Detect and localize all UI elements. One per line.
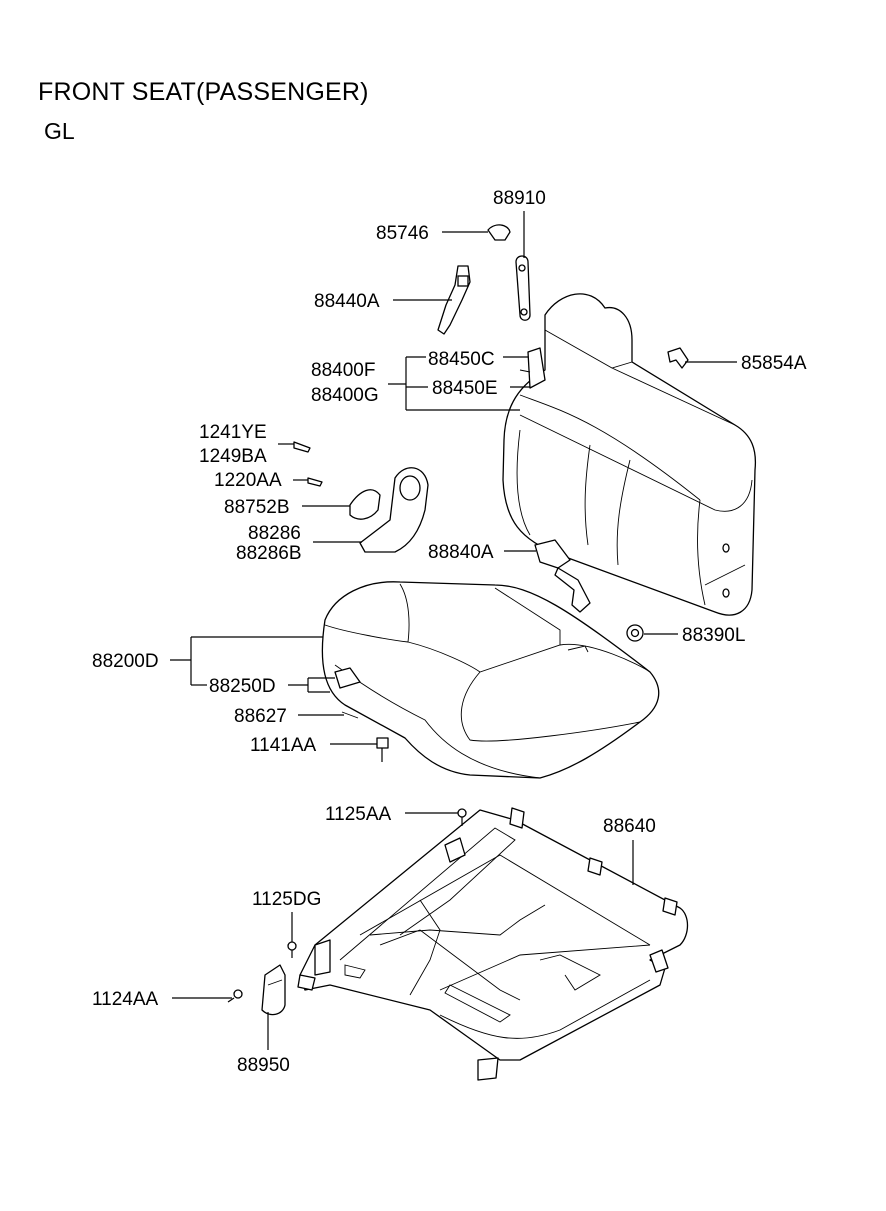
label-1124AA: 1124AA — [92, 989, 159, 1010]
part-88286-drawing — [293, 441, 429, 553]
part-1141AA-drawing — [376, 737, 389, 762]
label-88440A: 88440A — [314, 291, 380, 312]
label-88400G: 88400G — [311, 385, 379, 406]
label-88450C: 88450C — [428, 349, 495, 370]
label-1249BA: 1249BA — [199, 446, 267, 467]
label-88450E: 88450E — [432, 378, 498, 399]
label-88910: 88910 — [493, 188, 546, 209]
label-88640: 88640 — [603, 816, 656, 837]
label-85854A: 85854A — [741, 353, 807, 374]
label-88627: 88627 — [234, 706, 287, 727]
part-88627-drawing — [341, 711, 359, 719]
label-88752B: 88752B — [224, 497, 290, 518]
label-1220AA: 1220AA — [214, 470, 282, 491]
leader-lines — [170, 211, 737, 1050]
label-88200D: 88200D — [92, 651, 159, 672]
seat-cushion-drawing — [321, 581, 660, 779]
seat-frame-drawing — [297, 807, 689, 1081]
label-85746: 85746 — [376, 223, 429, 244]
part-1125DG-drawing — [287, 941, 297, 958]
seat-back-drawing — [502, 293, 757, 616]
label-88286: 88286 — [248, 523, 301, 544]
label-88840A: 88840A — [428, 542, 494, 563]
label-1125AA: 1125AA — [325, 804, 392, 825]
part-88840A-drawing — [534, 539, 591, 613]
label-1241YE: 1241YE — [199, 422, 267, 443]
label-88250D: 88250D — [209, 676, 276, 697]
part-88440A-drawing — [437, 265, 471, 335]
part-85854A-drawing — [667, 347, 689, 369]
diagram-title: FRONT SEAT(PASSENGER) — [38, 78, 369, 106]
diagram-subtitle: GL — [44, 118, 75, 144]
part-88950-drawing — [261, 964, 286, 1016]
label-1125DG: 1125DG — [252, 889, 321, 910]
part-88390L-drawing — [626, 624, 644, 642]
label-1141AA: 1141AA — [250, 735, 317, 756]
part-1124AA-drawing — [227, 989, 243, 1003]
label-88400F: 88400F — [311, 360, 375, 381]
label-88950: 88950 — [237, 1055, 290, 1076]
label-88390L: 88390L — [682, 625, 745, 646]
label-88286B: 88286B — [236, 543, 302, 564]
part-88910-drawing — [487, 224, 531, 321]
